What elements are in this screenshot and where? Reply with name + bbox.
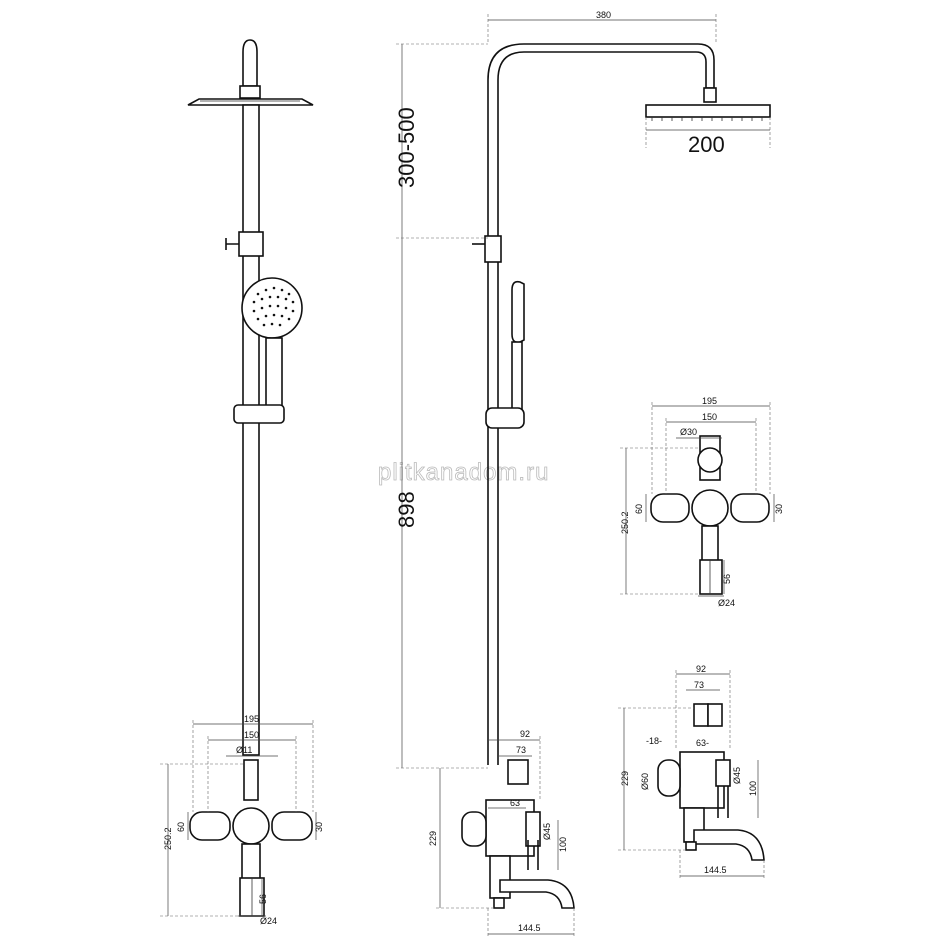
detail-dim-92: 92 — [696, 664, 706, 674]
holder-side — [485, 407, 525, 429]
detail-dim-60: 60 — [634, 504, 644, 514]
side-view-shower-column: 380 200 300-500 898 92 73 63 Ø45 100 229 — [394, 10, 771, 938]
dim-92: 92 — [520, 729, 530, 739]
detail-dim-18: -18- — [646, 736, 662, 746]
detail-mixer-body — [691, 489, 729, 527]
watermark: plitkanadom.ru — [378, 459, 549, 486]
detail-dim-150: 150 — [702, 412, 717, 422]
left-valve-handle — [189, 811, 231, 841]
valve-side — [461, 811, 487, 847]
spray-nozzles — [252, 286, 295, 327]
detail-front-mixer: 195 150 Ø30 250.2 60 30 56 Ø24 — [620, 396, 784, 608]
dim-144-5: 144.5 — [518, 923, 541, 933]
handle-side — [511, 341, 523, 413]
detail-dim-73: 73 — [694, 680, 704, 690]
mixer-front — [189, 759, 313, 917]
dim-d24: Ø24 — [260, 916, 277, 926]
detail-right-handle — [730, 493, 770, 523]
dim-380: 380 — [596, 10, 611, 20]
detail-dim-d30: Ø30 — [680, 427, 697, 437]
mixer-side — [461, 759, 575, 909]
hand-shower-holder — [233, 404, 285, 424]
dim-300-500: 300-500 — [394, 107, 419, 188]
dim-229: 229 — [428, 831, 438, 846]
detail-side-valve — [657, 759, 681, 797]
rain-shower-head — [187, 98, 314, 106]
dim-60: 60 — [176, 822, 186, 832]
detail-dim-d60: Ø60 — [640, 773, 650, 790]
front-dimensions: 195 150 Ø11 250.2 60 30 56 Ø24 — [160, 714, 324, 926]
front-view-shower-column: 195 150 Ø11 250.2 60 30 56 Ø24 — [160, 39, 324, 926]
dim-898: 898 — [394, 491, 419, 528]
detail-dim-229: 229 — [620, 771, 630, 786]
slider-side — [484, 235, 502, 263]
hand-shower-side — [511, 280, 525, 344]
dim-56: 56 — [258, 894, 268, 904]
hand-shower-head — [241, 277, 303, 339]
detail-left-handle — [650, 493, 690, 523]
detail-dim-56: 56 — [722, 574, 732, 584]
hand-shower-handle — [265, 337, 283, 409]
detail-dim-195: 195 — [702, 396, 717, 406]
dim-63: 63 — [510, 798, 520, 808]
spout-side — [499, 879, 575, 909]
dim-100: 100 — [558, 837, 568, 852]
dim-d11: Ø11 — [236, 745, 252, 755]
overhead-arm — [242, 39, 258, 87]
detail-dim-63: 63- — [696, 738, 709, 748]
detail-dim-d45: Ø45 — [732, 767, 742, 784]
dim-d45: Ø45 — [542, 823, 552, 840]
side-dimensions: 380 200 300-500 898 92 73 63 Ø45 100 229 — [394, 10, 771, 938]
detail-dim-250: 250.2 — [620, 511, 630, 534]
dim-30: 30 — [314, 822, 324, 832]
dim-73: 73 — [516, 745, 526, 755]
right-valve-handle — [271, 811, 313, 841]
detail-dim-30: 30 — [774, 504, 784, 514]
detail-dim-d24: Ø24 — [718, 598, 735, 608]
detail-dim-100: 100 — [748, 781, 758, 796]
mixer-body — [232, 807, 270, 845]
slider-bracket — [238, 231, 264, 257]
arm-connector — [239, 85, 261, 99]
riser-pipe — [242, 104, 260, 756]
detail-side-spout — [693, 829, 765, 861]
detail-side-mixer: 92 73 -18- 63- Ø60 Ø45 100 229 144.5 — [618, 664, 765, 880]
dim-200: 200 — [688, 132, 725, 157]
dim-195: 195 — [244, 714, 259, 724]
detail-dim-144-5: 144.5 — [704, 865, 727, 875]
arm-connector-side — [703, 87, 717, 103]
dim-250: 250.2 — [163, 827, 173, 850]
rain-head-side — [645, 104, 771, 118]
dim-150: 150 — [244, 730, 259, 740]
